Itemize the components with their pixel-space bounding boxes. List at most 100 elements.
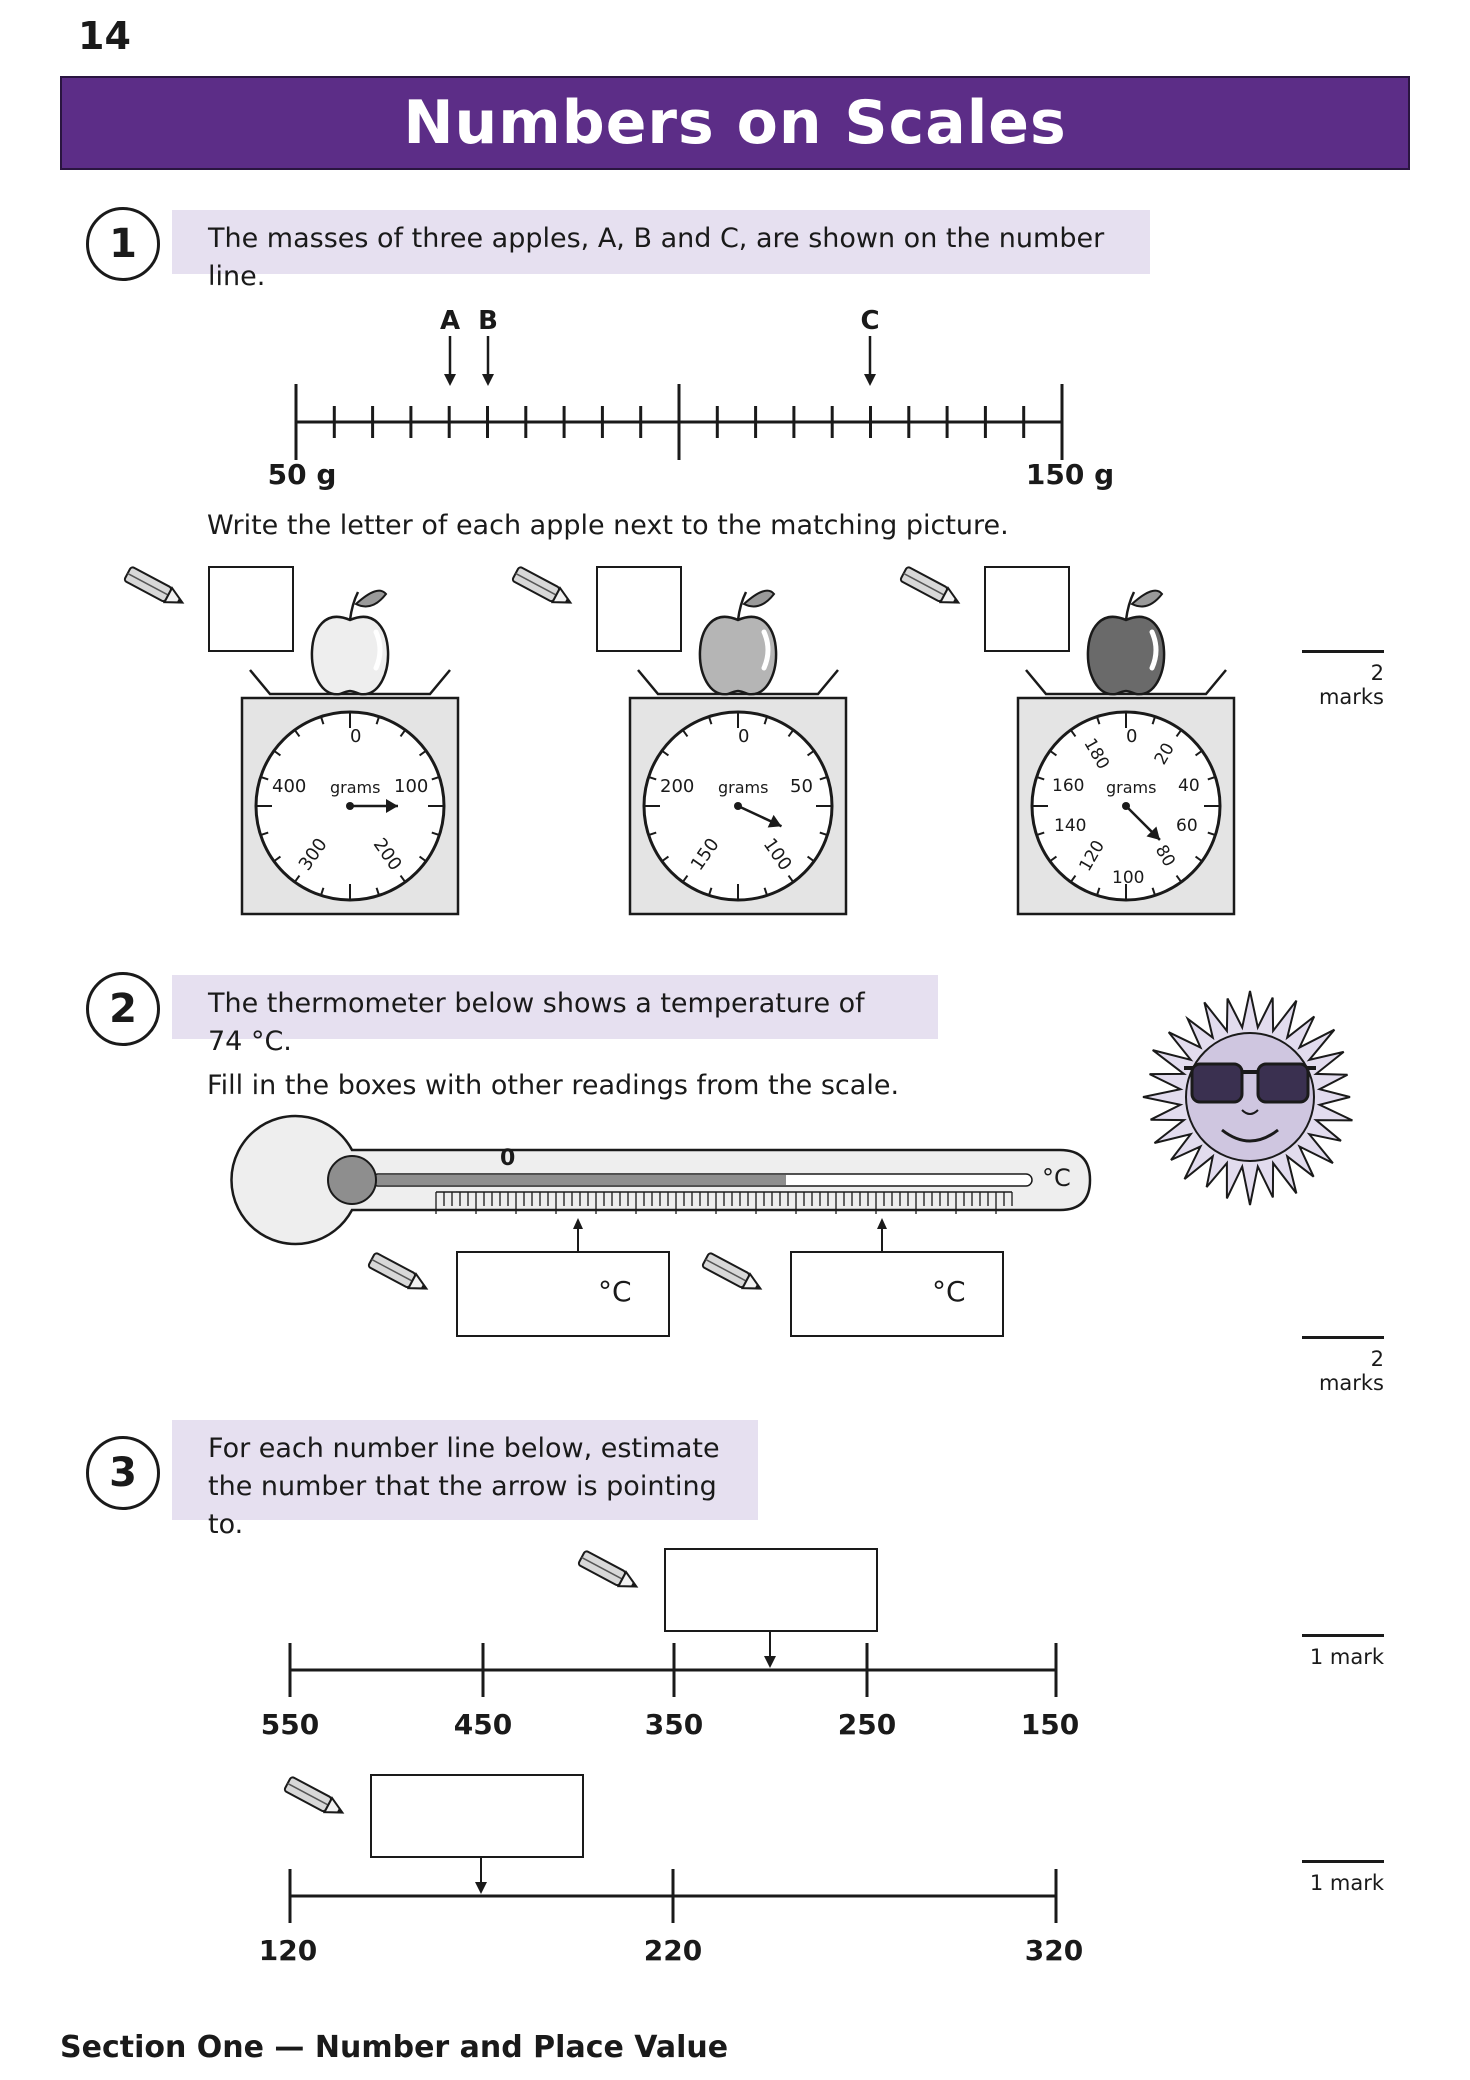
section-footer: Section One — Number and Place Value xyxy=(60,2030,729,2065)
scale-3-dial-tick xyxy=(1036,831,1045,836)
apple-2-answer-box[interactable] xyxy=(596,566,682,652)
scale-3-dial-tick xyxy=(1207,776,1216,781)
scale-1 xyxy=(240,589,460,916)
scale-3-label-0: 0 xyxy=(1126,726,1138,747)
question-2-marks: 2 marks xyxy=(1302,1336,1384,1395)
apple-1-answer-box[interactable] xyxy=(208,566,294,652)
scale-1-dial-tick xyxy=(293,874,301,883)
scale-3-label-40: 40 xyxy=(1178,776,1200,796)
scale-1-dial-tick xyxy=(399,729,407,738)
scale-3-shine xyxy=(1149,629,1159,671)
pencil-icon xyxy=(701,1252,763,1290)
arrow-b-head xyxy=(482,374,494,386)
scale-1-dial-tick xyxy=(399,874,407,883)
question-3b-marks: 1 mark xyxy=(1302,1860,1384,1895)
label-b: B xyxy=(478,306,498,336)
page-number: 14 xyxy=(78,14,131,58)
scale-3-center: grams xyxy=(1106,778,1157,797)
temperature-answer-box-2[interactable]: °C xyxy=(790,1251,1004,1337)
scale-3-tray xyxy=(1025,669,1227,696)
scale-1-apple-icon xyxy=(310,615,390,696)
scale-2-dial-tick xyxy=(787,729,795,738)
thermometer-bulb xyxy=(327,1155,377,1205)
scale-3-dial-tick xyxy=(1151,887,1156,896)
question-3-prompt-line-1: For each number line below, estimate xyxy=(208,1433,720,1464)
scale-1-label-100: 100 xyxy=(394,776,429,797)
scale-2-dial-tick xyxy=(819,776,828,781)
scale-2-dial-tick xyxy=(648,831,657,836)
scale-2 xyxy=(628,589,848,916)
scale-1-leaf xyxy=(354,589,388,608)
scale-2-shine xyxy=(761,629,771,671)
question-3-number: 3 xyxy=(86,1436,160,1510)
scale-1-shine xyxy=(373,629,383,671)
line-1-label-250: 250 xyxy=(837,1708,897,1741)
scale-2-dial-tick xyxy=(787,874,795,883)
scale-2-leaf xyxy=(742,589,776,608)
scale-1-dial-tick xyxy=(293,729,301,738)
scale-3-dial-tick xyxy=(1036,776,1045,781)
scale-3-dial-tick xyxy=(1194,749,1203,757)
scale-3-leaf xyxy=(1130,589,1164,608)
question-3a-marks: 1 mark xyxy=(1302,1634,1384,1669)
scale-3-dial-tick xyxy=(1175,729,1183,738)
line-1-label-450: 450 xyxy=(453,1708,513,1741)
scale-2-stem xyxy=(736,591,748,621)
number-line-2-answer-box[interactable] xyxy=(370,1774,584,1858)
scale-3-label-100: 100 xyxy=(1112,868,1145,888)
scale-1-dial-tick xyxy=(375,887,380,896)
line-1-label-350: 350 xyxy=(644,1708,704,1741)
title-banner: Numbers on Scales xyxy=(60,76,1410,170)
line-1-label-550: 550 xyxy=(260,1708,320,1741)
label-a: A xyxy=(439,306,461,336)
pencil-icon xyxy=(123,566,185,604)
pencil-icon xyxy=(577,1550,639,1588)
scale-3-label-60: 60 xyxy=(1176,816,1198,836)
line-2-label-220: 220 xyxy=(643,1934,703,1967)
scale-3-dial-tick xyxy=(1069,874,1077,883)
line-2-label-320: 320 xyxy=(1024,1934,1084,1967)
scale-3-dial-tick xyxy=(1069,729,1077,738)
scale-2-pivot xyxy=(734,802,742,810)
arrow-a-head xyxy=(444,374,456,386)
number-line-1-answer-box[interactable] xyxy=(664,1548,878,1632)
scale-1-pivot xyxy=(346,802,354,810)
scale-1-center: grams xyxy=(330,778,381,797)
scale-2-label-0: 0 xyxy=(738,726,750,747)
number-line-2-arrow-head xyxy=(475,1882,487,1894)
apple-3-answer-box[interactable] xyxy=(984,566,1070,652)
scale-1-dial-tick xyxy=(375,716,380,725)
question-1-instruction: Write the letter of each apple next to t… xyxy=(207,510,1009,541)
thermometer-mercury xyxy=(372,1175,786,1185)
arrow-c-head xyxy=(864,374,876,386)
question-3-prompt-line-2: the number that the arrow is pointing to… xyxy=(208,1471,717,1540)
scale-1-dial-tick xyxy=(431,831,440,836)
scale-3-dial-tick xyxy=(1049,749,1058,757)
question-2-prompt: The thermometer below shows a temperatur… xyxy=(172,975,938,1057)
number-line-1-arrow-head xyxy=(764,1656,776,1668)
scale-2-dial-tick xyxy=(708,887,713,896)
temperature-answer-box-1[interactable]: °C xyxy=(456,1251,670,1337)
scale-1-dial-tick xyxy=(418,749,427,757)
thermometer-arrow-1-head xyxy=(573,1218,583,1229)
scale-3-dial-tick xyxy=(1207,831,1216,836)
scale-3-dial-tick xyxy=(1175,874,1183,883)
scale-3-apple-icon xyxy=(1086,615,1166,696)
scale-1-label-400: 400 xyxy=(272,776,307,797)
pencil-icon xyxy=(899,566,961,604)
scale-3 xyxy=(1016,589,1236,916)
page-title: Numbers on Scales xyxy=(403,88,1067,158)
scale-1-dial-tick xyxy=(418,855,427,863)
scale-2-dial-tick xyxy=(763,716,768,725)
scale-1-label-0: 0 xyxy=(350,726,362,747)
pencil-icon xyxy=(283,1776,345,1814)
question-1-marks: 2 marks xyxy=(1302,650,1384,709)
scale-2-dial-tick xyxy=(681,874,689,883)
question-2-instruction: Fill in the boxes with other readings fr… xyxy=(207,1070,900,1101)
scale-1-dial-tick xyxy=(260,776,269,781)
label-c: C xyxy=(860,306,880,336)
scale-2-dial-tick xyxy=(819,831,828,836)
